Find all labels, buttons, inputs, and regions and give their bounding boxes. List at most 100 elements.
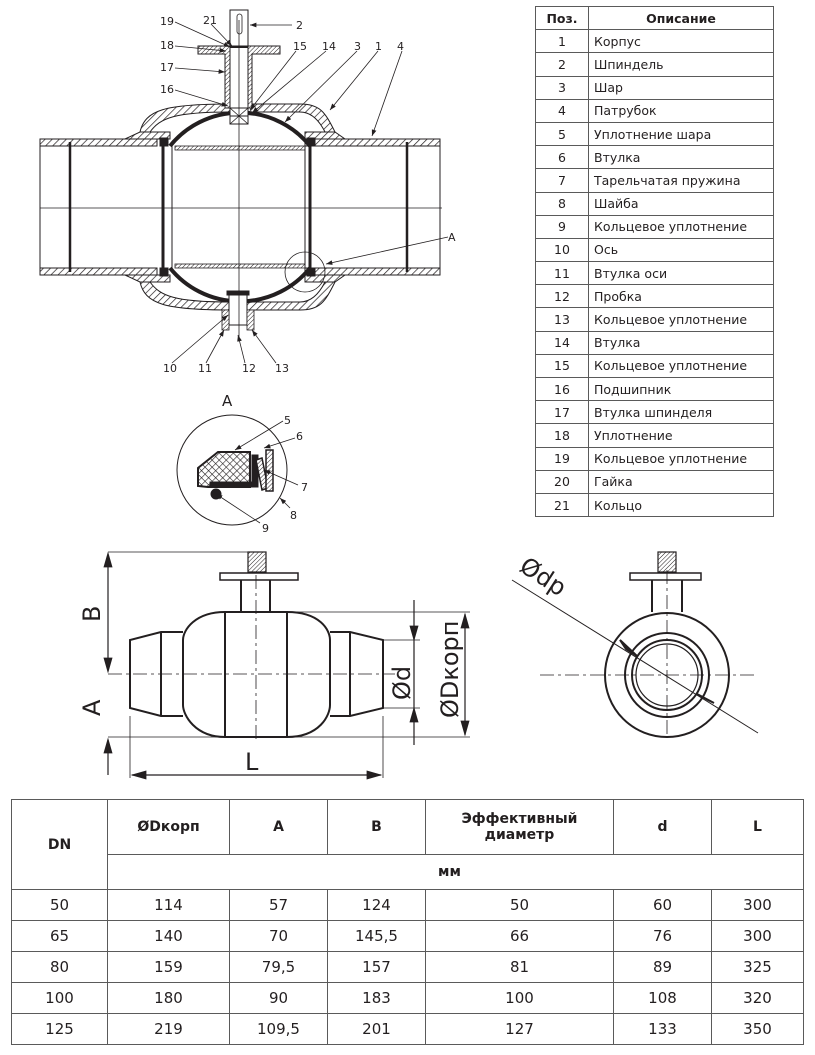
part-position: 16 (535, 376, 589, 402)
part-position: 19 (535, 446, 589, 471)
part-description: Тарельчатая пружина (588, 168, 774, 193)
part-position: 11 (535, 261, 589, 286)
detail-callout-6: 6 (296, 430, 303, 443)
part-description: Шар (588, 75, 774, 100)
part-description: Пробка (588, 284, 774, 309)
part-description: Шпиндель (588, 52, 774, 77)
part-position: 18 (535, 423, 589, 448)
cell-a: 79,5 (229, 951, 328, 983)
cell-effective-diameter: 127 (425, 1013, 614, 1045)
header-dkorp: ØDкорп (107, 799, 230, 855)
part-description: Кольцо (588, 492, 774, 518)
cell-dkorp: 114 (107, 889, 230, 921)
part-description: Кольцевое уплотнение (588, 446, 774, 471)
part-description: Шайба (588, 191, 774, 216)
cell-b: 145,5 (327, 920, 426, 952)
dimensions-unit-row: мм (12, 854, 804, 890)
cell-d: 108 (613, 982, 712, 1014)
callout-A: A (448, 231, 456, 244)
part-description: Втулка (588, 145, 774, 170)
cell-dn: 80 (11, 951, 108, 983)
callout-1: 1 (375, 40, 382, 53)
callout-14: 14 (322, 40, 336, 53)
cell-dkorp: 180 (107, 982, 230, 1014)
valve-side-view (129, 551, 384, 738)
callout-11: 11 (198, 362, 212, 375)
dimensions-header-row: DN ØDкорп A B Эффективный диаметр d L (11, 799, 804, 890)
part-description: Уплотнение (588, 423, 774, 448)
section-callout-labels: 19 21 2 18 15 14 3 1 4 17 16 10 11 12 13… (160, 14, 456, 375)
cell-d: 133 (613, 1013, 712, 1045)
part-description: Кольцевое уплотнение (588, 353, 774, 379)
callout-21: 21 (203, 14, 217, 27)
front-view-dimension-lines (511, 570, 759, 738)
part-description: Втулка шпинделя (588, 400, 774, 425)
detail-title: A (222, 392, 233, 410)
part-position: 17 (535, 400, 589, 425)
cell-b: 157 (327, 951, 426, 983)
cell-dn: 125 (11, 1013, 108, 1045)
cell-l: 320 (711, 982, 804, 1014)
cell-effective-diameter: 81 (425, 951, 614, 983)
dim-label-Dkorp: ØDкорп (436, 621, 464, 718)
callout-3: 3 (354, 40, 361, 53)
cell-dn: 65 (11, 920, 108, 952)
part-description: Кольцевое уплотнение (588, 214, 774, 239)
part-position: 20 (535, 469, 589, 494)
callout-16: 16 (160, 83, 174, 96)
part-position: 9 (535, 214, 589, 239)
callout-13: 13 (275, 362, 289, 375)
callout-2: 2 (296, 19, 303, 32)
cell-d: 76 (613, 920, 712, 952)
cell-dn: 50 (11, 889, 108, 921)
technical-drawings: 19 21 2 18 15 14 3 1 4 17 16 10 11 12 13… (39, 9, 759, 780)
detail-callout-9: 9 (262, 522, 269, 535)
part-position: 2 (535, 52, 589, 77)
cell-effective-diameter: 66 (425, 920, 614, 952)
header-d: d (613, 799, 712, 855)
cell-d: 89 (613, 951, 712, 983)
parts-table-header: Поз. Описание (535, 5, 774, 31)
callout-15: 15 (293, 40, 307, 53)
cell-l: 325 (711, 951, 804, 983)
cell-l: 350 (711, 1013, 804, 1045)
detail-callout-8: 8 (290, 509, 297, 522)
cell-b: 201 (327, 1013, 426, 1045)
part-description: Подшипник (588, 376, 774, 402)
header-description: Описание (588, 5, 774, 31)
part-position: 15 (535, 353, 589, 379)
part-position: 21 (535, 492, 589, 518)
callout-10: 10 (163, 362, 177, 375)
part-position: 5 (535, 121, 589, 147)
part-position: 4 (535, 98, 589, 123)
dim-label-d: Ød (388, 666, 416, 700)
detail-callout-5: 5 (284, 414, 291, 427)
part-description: Корпус (588, 29, 774, 54)
part-description: Гайка (588, 469, 774, 494)
header-b: B (327, 799, 426, 855)
part-description: Втулка оси (588, 261, 774, 286)
part-description: Уплотнение шара (588, 121, 774, 147)
valve-section-view (39, 9, 442, 340)
part-description: Ось (588, 237, 774, 263)
cell-b: 183 (327, 982, 426, 1014)
dim-label-A: A (78, 699, 106, 716)
